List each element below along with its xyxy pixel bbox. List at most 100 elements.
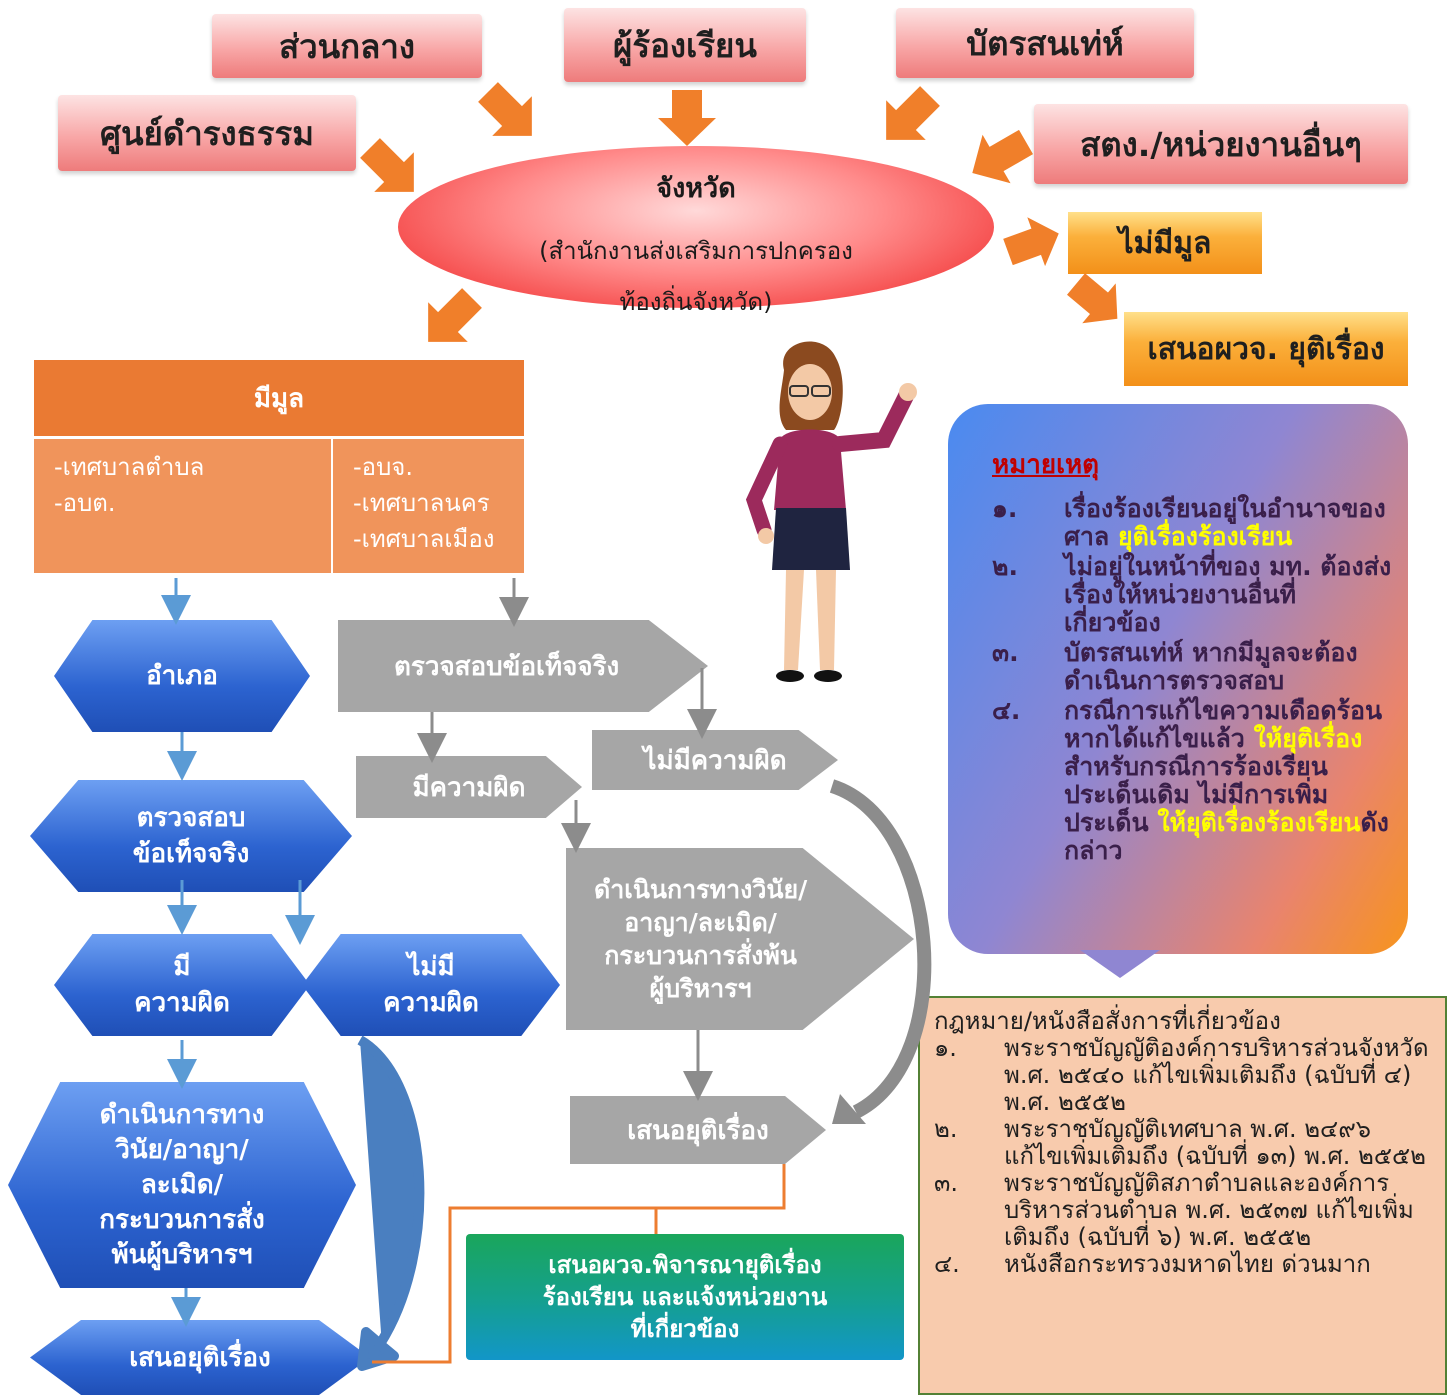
laws-box: กฎหมาย/หนังสือสั่งการที่เกี่ยวข้อง ๑. พระ… <box>918 996 1447 1395</box>
left-action-line: วินัย/อาญา/ <box>115 1134 249 1165</box>
left-guilty-line: ความผิด <box>134 988 230 1018</box>
has-merit-right-col: -อบจ. -เทศบาลนคร -เทศบาลเมือง <box>333 439 524 573</box>
law-text: หนังสือกระทรวงมหาดไทย ด่วนมาก <box>1004 1250 1371 1278</box>
lowered-hand <box>758 528 774 544</box>
no-merit-box: ไม่มีมูล <box>1068 212 1262 274</box>
orange-arrow-diag <box>972 129 1033 184</box>
mid-guilty-label: มีความผิด <box>412 772 526 803</box>
law-item: ๓.พระราชบัญญัติสภาตำบลและองค์การบริหารส่… <box>934 1170 1435 1251</box>
source-complainant: ผู้ร้องเรียน <box>564 8 806 82</box>
law-num: ๔. <box>934 1250 960 1278</box>
left-not-guilty-line: ความผิด <box>383 988 479 1018</box>
source-other-agencies: สตง./หน่วยงานอื่นๆ <box>1034 104 1408 184</box>
no-merit-label: ไม่มีมูล <box>1118 225 1212 261</box>
skirt-shape <box>772 508 850 570</box>
source-anonymous-letter: บัตรสนเท่ห์ <box>896 8 1194 78</box>
blouse-shape <box>774 429 846 510</box>
right-leg <box>816 570 836 670</box>
note-item: ๑. เรื่องร้องเรียนอยู่ในอำนาจของศาล ยุติ… <box>992 495 1392 551</box>
laws-title: กฎหมาย/หนังสือสั่งการที่เกี่ยวข้อง <box>934 1007 1281 1035</box>
source-damrongtham-label: ศูนย์ดำรงธรรม <box>100 113 314 153</box>
connector-line <box>372 1164 786 1364</box>
source-central: ส่วนกลาง <box>212 14 482 78</box>
has-merit-left-col: -เทศบาลตำบล -อบต. <box>34 439 333 573</box>
propose-governor-close-box: เสนอผวจ. ยุติเรื่อง <box>1124 312 1408 386</box>
law-item: ๒.พระราชบัญญัติเทศบาล พ.ศ. ๒๔๙๖ แก้ไขเพิ… <box>934 1116 1435 1170</box>
law-text: พระราชบัญญัติองค์การบริหารส่วนจังหวัด พ.… <box>1004 1034 1429 1116</box>
note-text-part: เรื่องร้องเรียนอยู่ในอำนาจของศาล <box>1064 494 1386 551</box>
law-text: พระราชบัญญัติสภาตำบลและองค์การบริหารส่วน… <box>1004 1169 1414 1251</box>
left-action-hex: ดำเนินการทาง วินัย/อาญา/ ละเมิด/ กระบวนก… <box>8 1082 356 1288</box>
mid-action-line: ดำเนินการทางวินัย/ <box>594 875 808 904</box>
province-line2: ท้องถิ่นจังหวัด) <box>619 288 773 316</box>
merit-right-item: -อบจ. <box>353 453 413 481</box>
note-num: ๓. <box>992 638 1019 667</box>
law-item: ๔. หนังสือกระทรวงมหาดไทย ด่วนมาก <box>934 1251 1435 1278</box>
merit-right-item: -เทศบาลเมือง <box>353 525 495 553</box>
district-label: อำเภอ <box>146 661 218 691</box>
left-close-label: เสนอยุติเรื่อง <box>129 1342 271 1373</box>
presenter-woman-illustration <box>745 341 917 682</box>
face-shape <box>788 364 832 420</box>
orange-arrow-diag <box>428 288 482 342</box>
merit-left-item: -อบต. <box>54 489 116 517</box>
note-item: ๓. บัตรสนเท่ห์ หากมีมูลจะต้องดำเนินการตร… <box>992 639 1392 695</box>
notes-callout <box>948 404 1408 954</box>
note-highlight: ให้ยุติเรื่อง <box>1253 724 1363 753</box>
mid-not-guilty-arrow: ไม่มีความผิด <box>592 730 838 790</box>
mid-close-arrow: เสนอยุติเรื่อง <box>570 1096 826 1164</box>
mid-guilty-arrow: มีความผิด <box>356 756 582 818</box>
orange-arrow-right <box>1003 217 1059 267</box>
orange-arrow-diag <box>360 138 414 192</box>
has-merit-table: มีมูล -เทศบาลตำบล -อบต. -อบจ. -เทศบาลนคร… <box>34 360 524 573</box>
right-shoe <box>814 670 842 682</box>
mid-not-guilty-label: ไม่มีความผิด <box>643 745 787 776</box>
source-letter-label: บัตรสนเท่ห์ <box>966 23 1124 63</box>
note-text: ไม่อยู่ในหน้าที่ของ มท. ต้องส่งเรื่องให้… <box>1064 552 1392 637</box>
gray-curved-arrow <box>829 779 932 1119</box>
source-other-label: สตง./หน่วยงานอื่นๆ <box>1080 124 1362 164</box>
mid-close-label: เสนอยุติเรื่อง <box>627 1115 769 1146</box>
notes-content: หมายเหตุ ๑. เรื่องร้องเรียนอยู่ในอำนาจขอ… <box>992 444 1392 865</box>
left-action-line: กระบวนการสั่ง <box>99 1204 265 1235</box>
final-propose-label: เสนอผวจ.พิจารณายุติเรื่อง ร้องเรียน และแ… <box>543 1249 828 1345</box>
left-not-guilty-line: ไม่มี <box>407 952 455 982</box>
mid-verify-arrow: ตรวจสอบข้อเท็จจริง <box>338 620 708 712</box>
note-text-part: สำหรับกรณีการร้องเรียนประเด็นเดิม ไม่มีก… <box>1064 752 1329 837</box>
orange-arrow-down <box>658 90 716 146</box>
left-action-line: ดำเนินการทาง <box>99 1099 265 1130</box>
source-central-label: ส่วนกลาง <box>278 26 416 66</box>
merit-right-item: -เทศบาลนคร <box>353 489 490 517</box>
mid-action-label: ดำเนินการทางวินัย/ อาญา/ละเมิด/ กระบวนกา… <box>594 873 807 1005</box>
orange-arrow-diag <box>478 82 532 136</box>
note-text-part: ดังกล่าว <box>1064 808 1389 865</box>
note-text: บัตรสนเท่ห์ หากมีมูลจะต้องดำเนินการตรวจส… <box>1064 638 1358 695</box>
note-highlight: ยุติเรื่องร้องเรียน <box>1117 522 1293 551</box>
raised-hand <box>899 383 917 401</box>
raised-arm <box>832 388 914 452</box>
propose-governor-close-label: เสนอผวจ. ยุติเรื่อง <box>1147 331 1385 367</box>
has-merit-header: มีมูล <box>34 360 524 439</box>
mid-action-line: อาญา/ละเมิด/ <box>624 908 777 937</box>
merit-left-item: -เทศบาลตำบล <box>54 453 205 481</box>
notes-title: หมายเหตุ <box>992 450 1100 480</box>
mid-verify-label: ตรวจสอบข้อเท็จจริง <box>394 651 620 682</box>
final-propose-line: ร้องเรียน และแจ้งหน่วยงาน <box>542 1283 828 1311</box>
left-verify-label: ตรวจสอบข้อเท็จจริง <box>133 800 250 872</box>
source-complainant-label: ผู้ร้องเรียน <box>613 25 757 65</box>
province-ellipse: จังหวัด (สำนักงานส่งเสริมการปกครอง ท้องถ… <box>398 146 994 316</box>
law-text: พระราชบัญญัติเทศบาล พ.ศ. ๒๔๙๖ แก้ไขเพิ่ม… <box>1004 1115 1426 1170</box>
left-action-line: พ้นผู้บริหารฯ <box>111 1239 253 1270</box>
left-verify-line: ข้อเท็จจริง <box>132 839 250 869</box>
note-text-part: กรณีการแก้ไขความเดือดร้อนหากได้แก้ไขแล้ว <box>1064 696 1383 753</box>
left-verify-hex: ตรวจสอบข้อเท็จจริง <box>30 780 352 892</box>
left-not-guilty-label: ไม่มีความผิด <box>383 949 479 1021</box>
law-num: ๑. <box>934 1034 957 1062</box>
note-item: ๔. กรณีการแก้ไขความเดือดร้อนหากได้แก้ไขแ… <box>992 697 1392 865</box>
left-shoe <box>776 670 804 682</box>
province-title: จังหวัด <box>656 173 736 204</box>
blue-curved-arrow <box>357 1035 425 1371</box>
gray-curved-arrow-head <box>832 1094 866 1124</box>
district-hex: อำเภอ <box>54 620 310 732</box>
